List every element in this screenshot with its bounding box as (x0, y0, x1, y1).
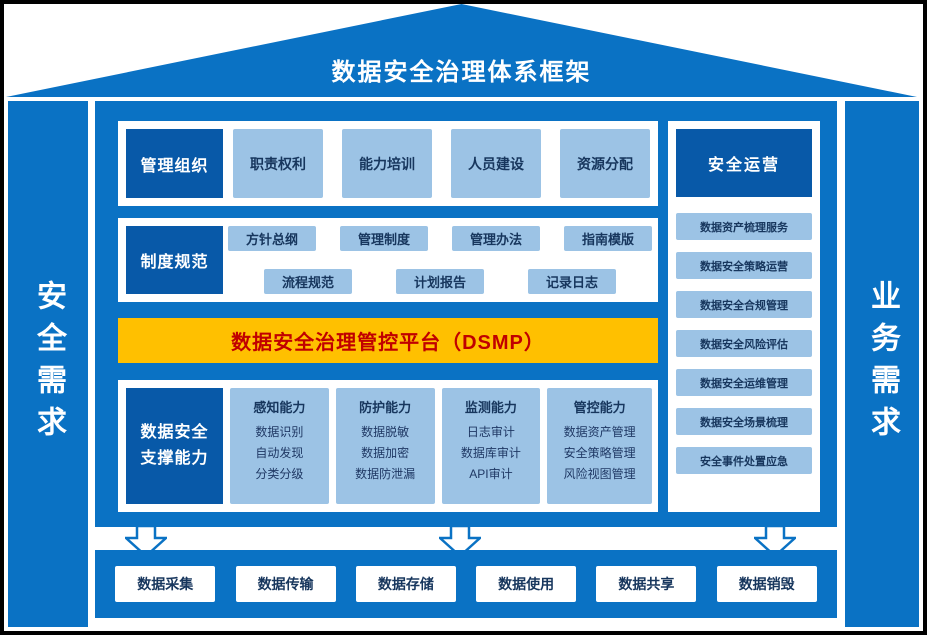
operation-item: 数据资产梳理服务 (676, 213, 812, 240)
capability-columns: 感知能力 数据识别 自动发现 分类分级 防护能力 数据脱敏 数据加密 数据防泄漏… (230, 388, 652, 504)
operation-item: 数据安全运维管理 (676, 369, 812, 396)
regulation-item: 管理制度 (340, 226, 428, 251)
platform-banner: 数据安全治理管控平台（DSMP） (118, 318, 658, 363)
operation-item: 数据安全场景梳理 (676, 408, 812, 435)
capability-item: 自动发现 (255, 446, 304, 460)
regulation-row-2: 流程规范 计划报告 记录日志 (228, 269, 652, 294)
down-arrow-icon (439, 525, 481, 557)
regulation-item: 流程规范 (264, 269, 352, 294)
capability-item: 数据加密 (361, 446, 410, 460)
lifecycle-item: 数据使用 (476, 566, 577, 602)
capability-column-monitoring: 监测能力 日志审计 数据库审计 API审计 (441, 388, 541, 504)
operation-item: 数据安全风险评估 (676, 330, 812, 357)
management-items: 职责权利 能力培训 人员建设 资源分配 (233, 129, 650, 198)
capability-item: 数据资产管理 (563, 425, 636, 439)
capabilities-label-line2: 支撑能力 (140, 450, 209, 467)
capability-item: API审计 (469, 467, 513, 481)
capability-header: 防护能力 (359, 400, 412, 415)
regulation-item: 管理办法 (452, 226, 540, 251)
lifecycle-item: 数据采集 (115, 566, 216, 602)
capability-item: 数据库审计 (460, 446, 521, 460)
left-requirement-bar: 安全需求 (8, 101, 88, 627)
page-title: 数据安全治理体系框架 (331, 59, 592, 86)
operation-label: 安全运营 (676, 129, 812, 197)
down-arrow-icon (754, 525, 796, 557)
lifecycle-item: 数据共享 (596, 566, 697, 602)
down-arrow-icon (125, 525, 167, 557)
capability-item: 风险视图管理 (563, 467, 636, 481)
regulation-row-1: 方针总纲 管理制度 管理办法 指南模版 (228, 226, 652, 251)
left-bar-label: 安全需求 (32, 280, 65, 448)
regulation-items: 方针总纲 管理制度 管理办法 指南模版 流程规范 计划报告 记录日志 (228, 226, 652, 294)
management-panel: 管理组织 职责权利 能力培训 人员建设 资源分配 (118, 121, 658, 206)
capability-column-protection: 防护能力 数据脱敏 数据加密 数据防泄漏 (335, 388, 435, 504)
regulation-label: 制度规范 (126, 226, 223, 294)
capabilities-panel: 数据安全 支撑能力 感知能力 数据识别 自动发现 分类分级 防护能力 数据脱敏 … (118, 380, 658, 512)
regulation-item: 记录日志 (528, 269, 616, 294)
right-bar-label: 业务需求 (866, 280, 899, 448)
management-item: 职责权利 (233, 129, 323, 198)
regulation-item: 方针总纲 (228, 226, 316, 251)
management-label: 管理组织 (126, 129, 223, 198)
management-item: 能力培训 (342, 129, 432, 198)
capability-header: 管控能力 (573, 400, 626, 415)
capability-column-control: 管控能力 数据资产管理 安全策略管理 风险视图管理 (547, 388, 652, 504)
capabilities-label: 数据安全 支撑能力 (126, 388, 223, 504)
regulation-item: 计划报告 (396, 269, 484, 294)
capability-header: 监测能力 (464, 400, 517, 415)
capability-column-perception: 感知能力 数据识别 自动发现 分类分级 (230, 388, 329, 504)
lifecycle-item: 数据存储 (355, 566, 456, 602)
right-requirement-bar: 业务需求 (845, 101, 919, 627)
main-panel: 管理组织 职责权利 能力培训 人员建设 资源分配 制度规范 方针总纲 管理制度 … (95, 101, 837, 527)
capability-item: 数据防泄漏 (355, 467, 416, 481)
management-item: 人员建设 (451, 129, 541, 198)
lifecycle-item: 数据传输 (235, 566, 336, 602)
capability-item: 安全策略管理 (563, 446, 636, 460)
regulation-item: 指南模版 (564, 226, 652, 251)
operation-item: 数据安全合规管理 (676, 291, 812, 318)
operation-item: 数据安全策略运营 (676, 252, 812, 279)
lifecycle-item: 数据销毁 (716, 566, 817, 602)
capability-header: 感知能力 (253, 400, 306, 415)
capability-item: 数据脱敏 (361, 425, 410, 439)
regulation-panel: 制度规范 方针总纲 管理制度 管理办法 指南模版 流程规范 计划报告 记录日志 (118, 218, 658, 302)
capabilities-label-line1: 数据安全 (140, 424, 209, 442)
capability-item: 数据识别 (255, 425, 304, 439)
operation-panel: 安全运营 数据资产梳理服务 数据安全策略运营 数据安全合规管理 数据安全风险评估… (668, 121, 820, 512)
capability-item: 分类分级 (255, 467, 304, 481)
management-item: 资源分配 (560, 129, 650, 198)
lifecycle-bar: 数据采集 数据传输 数据存储 数据使用 数据共享 数据销毁 (95, 550, 837, 618)
capability-item: 日志审计 (466, 425, 515, 439)
operation-item: 安全事件处置应急 (676, 447, 812, 474)
operation-items: 数据资产梳理服务 数据安全策略运营 数据安全合规管理 数据安全风险评估 数据安全… (676, 213, 812, 474)
